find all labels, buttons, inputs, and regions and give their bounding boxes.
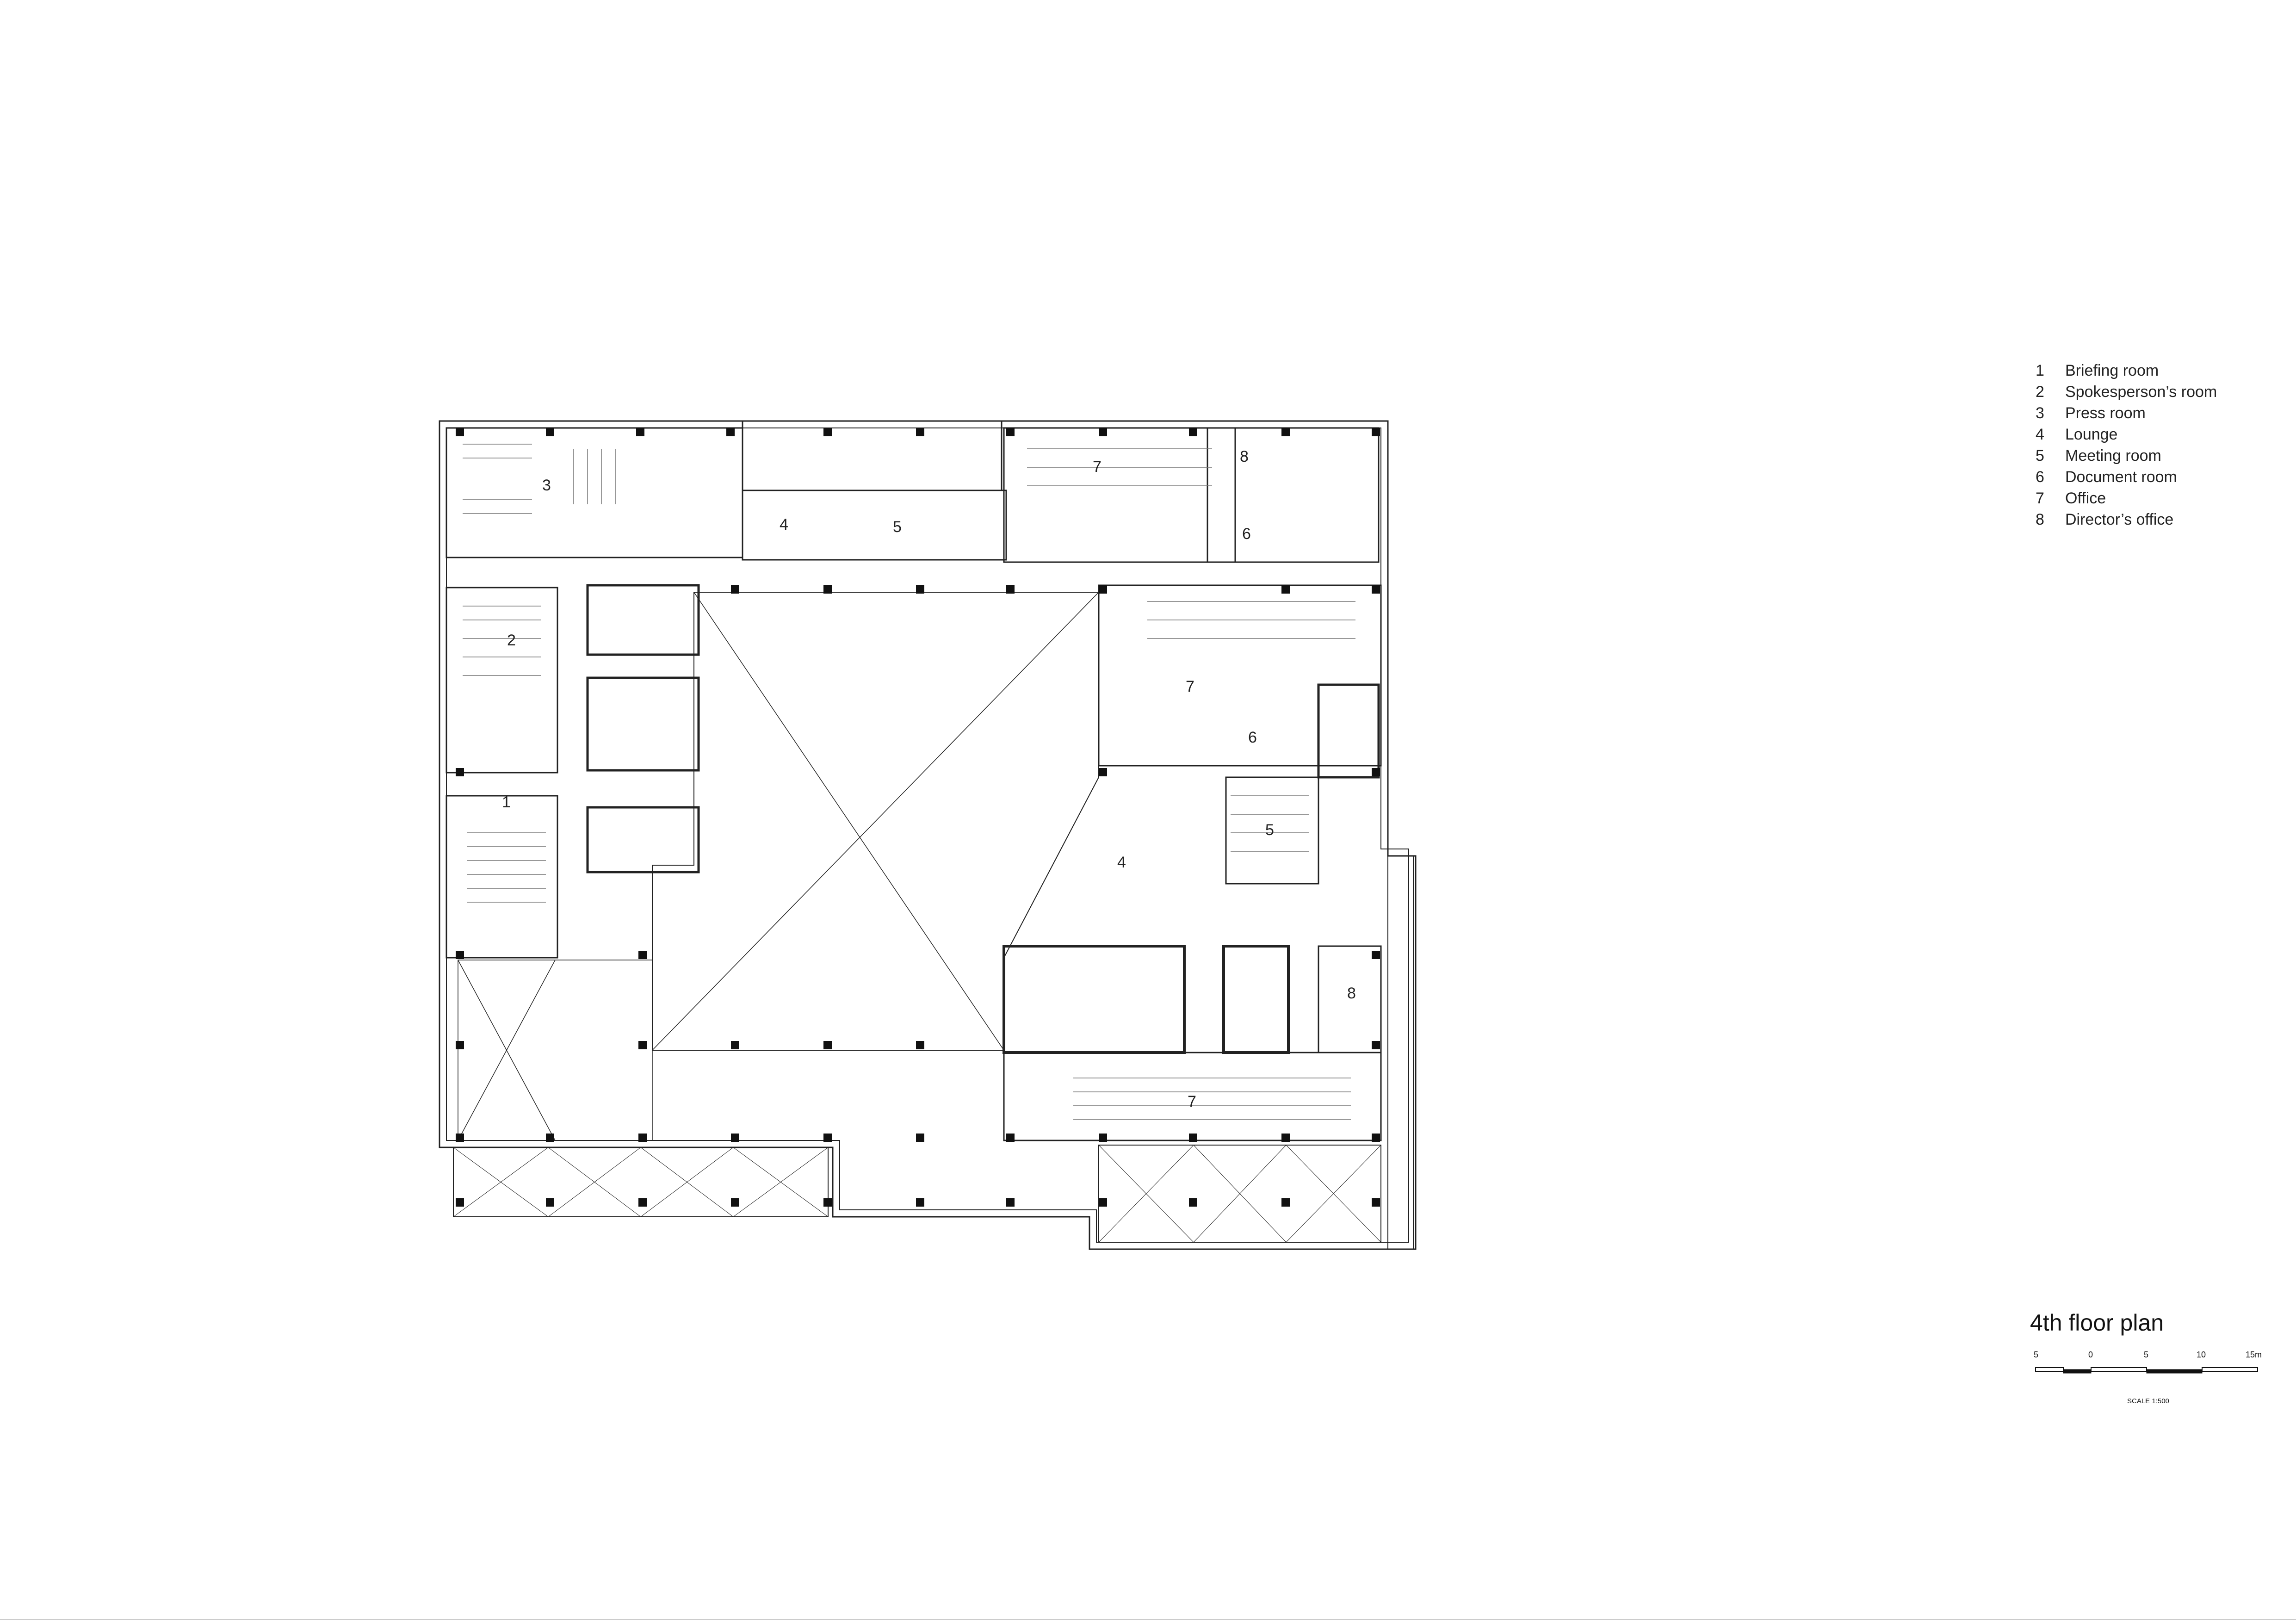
lower-left-void bbox=[458, 960, 653, 1141]
building-outline-inner bbox=[446, 427, 1409, 1243]
page-bottom-rule bbox=[0, 1619, 2296, 1620]
meeting-room-right bbox=[1225, 776, 1319, 885]
stair-core-1 bbox=[586, 676, 700, 772]
top-bridge bbox=[742, 420, 1003, 491]
core-lower-right bbox=[1222, 945, 1290, 1054]
room-number-director-top: 8 bbox=[1240, 448, 1249, 465]
atrium-cross-1 bbox=[652, 592, 1099, 1051]
scale-tick-label: 10 bbox=[2197, 1350, 2206, 1359]
canopy-bottom-left-x bbox=[453, 1147, 829, 1217]
column-grid bbox=[456, 428, 1380, 1207]
drawing-title: 4th floor plan bbox=[2030, 1310, 2164, 1336]
lift-block bbox=[586, 584, 700, 656]
room-number-lounge-top: 4 bbox=[780, 516, 788, 533]
room-number-spokesperson: 2 bbox=[507, 632, 516, 649]
right-office-block bbox=[1098, 584, 1382, 767]
canopy-bottom-right-x bbox=[1098, 1145, 1381, 1243]
canopy-bottom-right bbox=[1098, 1145, 1381, 1243]
furniture-layout bbox=[463, 444, 1355, 1120]
office-top-right bbox=[1003, 427, 1236, 563]
room-number-office-right: 7 bbox=[1186, 678, 1194, 695]
room-number-meeting-top: 5 bbox=[893, 518, 902, 536]
room-number-office-top: 7 bbox=[1093, 458, 1102, 476]
room-number-document-top: 6 bbox=[1242, 525, 1251, 543]
room-number-briefing: 1 bbox=[502, 793, 511, 811]
scale-caption: SCALE 1:500 bbox=[2127, 1397, 2169, 1405]
right-edge-balcony bbox=[1387, 855, 1414, 1250]
scale-bar bbox=[2035, 1367, 2258, 1374]
scale-tick-label: 5 bbox=[2144, 1350, 2149, 1359]
room-number-director-right: 8 bbox=[1347, 985, 1356, 1002]
meeting-row bbox=[742, 489, 1007, 561]
room-number-lounge-right: 4 bbox=[1117, 854, 1126, 871]
scale-tick-label: 0 bbox=[2088, 1350, 2093, 1359]
stair-core-2 bbox=[586, 806, 700, 873]
room-number-meeting-right: 5 bbox=[1265, 821, 1274, 839]
scale-tick-label: 15m bbox=[2246, 1350, 2262, 1359]
spokesperson-room bbox=[446, 587, 558, 774]
room-number-document-right: 6 bbox=[1248, 729, 1257, 746]
room-number-press: 3 bbox=[542, 477, 551, 494]
lower-left-cross bbox=[458, 960, 556, 1141]
room-number-office-bottom: 7 bbox=[1188, 1093, 1196, 1110]
briefing-room bbox=[446, 795, 558, 959]
room-numbers: 3 2 1 4 5 7 8 6 7 6 4 5 8 7 bbox=[502, 448, 1356, 1110]
director-office-right bbox=[1318, 945, 1382, 1053]
core-lower-center bbox=[1003, 945, 1186, 1054]
scale-tick-label: 5 bbox=[2034, 1350, 2039, 1359]
director-office-top bbox=[1207, 427, 1380, 563]
press-room-outline bbox=[446, 427, 743, 558]
stair-right bbox=[1317, 683, 1380, 779]
